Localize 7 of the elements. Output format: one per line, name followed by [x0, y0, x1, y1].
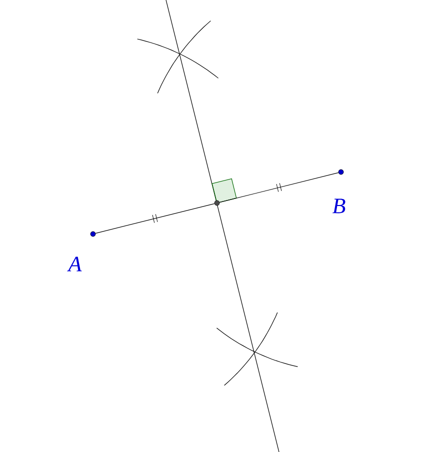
point-label: A [67, 256, 82, 272]
point [90, 231, 96, 237]
point-label: B [332, 198, 346, 214]
segment [219, 172, 339, 203]
segment [95, 203, 215, 234]
point [214, 200, 220, 206]
point [338, 169, 344, 175]
